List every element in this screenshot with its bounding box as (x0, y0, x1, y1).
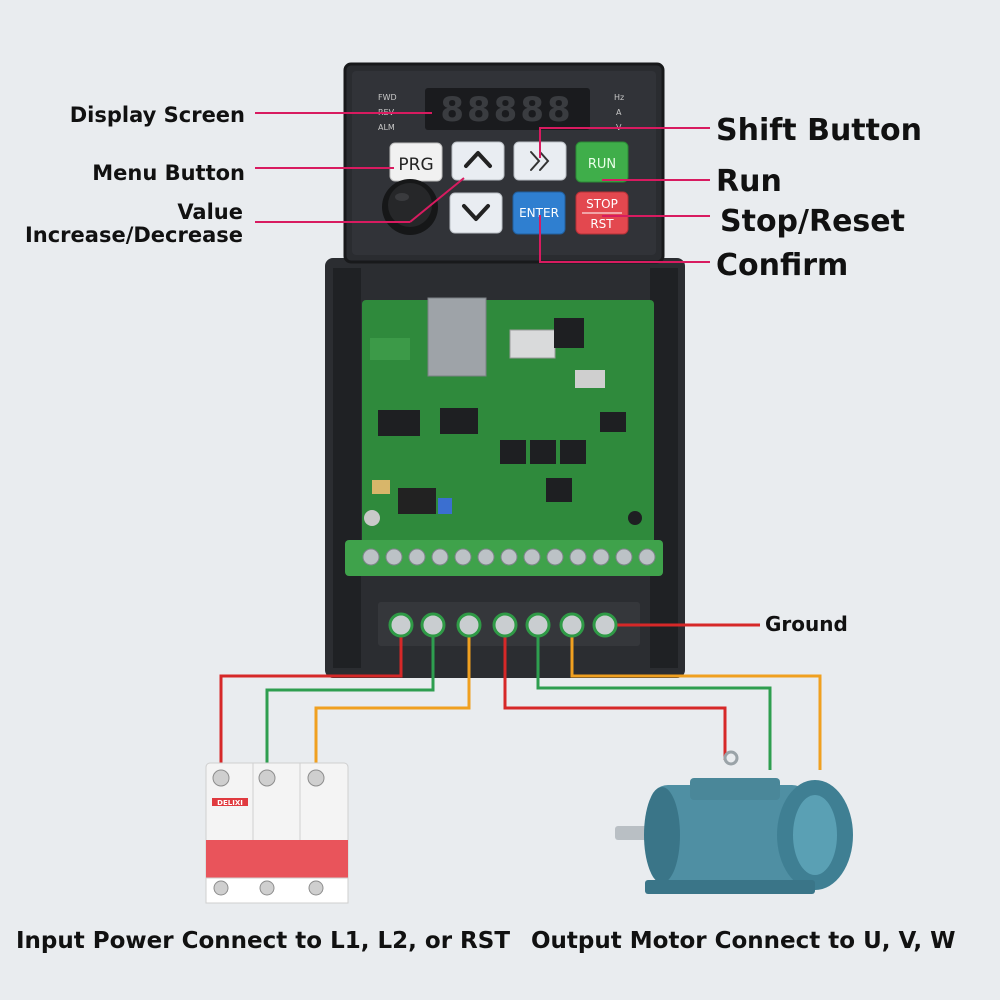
label-value-line1: Value (177, 200, 243, 224)
run-button-label: RUN (588, 157, 616, 172)
stop-reset-button[interactable]: STOP RST (575, 191, 629, 235)
control-terminal-screw (546, 548, 564, 566)
indicator-hz: Hz (614, 93, 624, 102)
indicator-alm: ALM (378, 123, 395, 132)
label-input-power: Input Power Connect to L1, L2, or RST (16, 928, 511, 954)
leader-lines (255, 112, 710, 263)
display-window: 88888 (425, 88, 590, 130)
indicator-a: A (616, 108, 622, 117)
power-terminal-screw (592, 612, 618, 638)
rst-button-label: RST (590, 217, 614, 231)
prg-button-label: PRG (398, 155, 433, 175)
label-confirm: Confirm (716, 248, 849, 283)
label-run: Run (716, 164, 782, 199)
terminal-screws (362, 548, 656, 638)
down-button[interactable] (449, 192, 503, 234)
power-terminal-screw (525, 612, 551, 638)
power-terminal-screw (492, 612, 518, 638)
label-ground: Ground (765, 612, 848, 636)
shift-button[interactable] (513, 141, 567, 181)
breaker-brand: DELIXI (217, 799, 243, 807)
label-value-line2: Increase/Decrease (24, 223, 243, 247)
control-terminal-screw (569, 548, 587, 566)
control-terminal-screw (615, 548, 633, 566)
chevron-up-icon (464, 151, 492, 168)
label-display-screen: Display Screen (69, 103, 245, 127)
indicator-fwd: FWD (378, 93, 397, 102)
stop-button-label: STOP (586, 197, 618, 211)
control-terminal-screw (454, 548, 472, 566)
label-shift-button: Shift Button (716, 113, 922, 148)
electric-motor (615, 750, 853, 894)
control-terminal-screw (477, 548, 495, 566)
power-terminal-screw (559, 612, 585, 638)
power-wires (219, 623, 822, 770)
control-terminal-screw (638, 548, 656, 566)
prg-button[interactable]: PRG (389, 142, 443, 182)
up-button[interactable] (451, 141, 505, 181)
control-terminal-screw (362, 548, 380, 566)
control-terminal-screw (500, 548, 518, 566)
double-chevron-right-icon (530, 151, 550, 171)
power-terminal-screw (456, 612, 482, 638)
chevron-down-icon (462, 204, 490, 221)
label-stop-reset: Stop/Reset (720, 204, 905, 239)
circuit-breaker: DELIXI (205, 762, 349, 904)
label-menu-button: Menu Button (92, 161, 245, 185)
control-terminal-screw (408, 548, 426, 566)
control-terminal-screw (523, 548, 541, 566)
power-terminal-screw (388, 612, 414, 638)
control-board (362, 297, 654, 548)
run-button[interactable]: RUN (575, 141, 629, 183)
control-terminal-screw (385, 548, 403, 566)
power-terminal-screw (420, 612, 446, 638)
label-output-motor: Output Motor Connect to U, V, W (531, 928, 956, 954)
control-terminal-screw (431, 548, 449, 566)
control-terminal-screw (592, 548, 610, 566)
display-digits: 88888 (440, 90, 573, 130)
enter-button-label: ENTER (519, 206, 559, 220)
